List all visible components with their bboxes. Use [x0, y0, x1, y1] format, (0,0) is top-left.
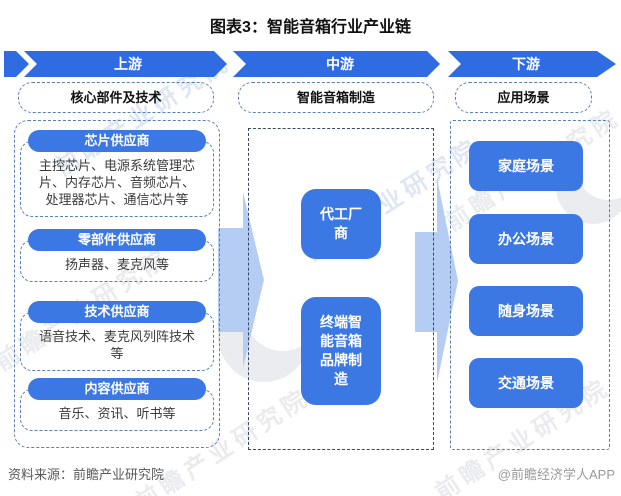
midstream-box-brand: 终端智能音箱品牌制造 — [301, 297, 381, 405]
scene-box-home: 家庭场景 — [469, 141, 583, 191]
supplier-desc: 扬声器、麦克风等 — [64, 257, 169, 272]
supplier-label: 芯片供应商 — [28, 130, 206, 152]
downstream-container: 家庭场景 办公场景 随身场景 交通场景 — [450, 120, 610, 450]
supplier-desc: 语音技术、麦克风列阵技术等 — [38, 329, 195, 361]
supplier-label: 技术供应商 — [28, 301, 206, 323]
midstream-container: 代工厂商 终端智能音箱品牌制造 — [248, 128, 434, 450]
supplier-block-parts: 零部件供应商 扬声器、麦克风等 — [20, 229, 214, 282]
supplier-desc-box: 主控芯片、电源系统管理芯片、内存芯片、音频芯片、处理器芯片、通信芯片等 — [20, 141, 214, 217]
supplier-desc: 音乐、资讯、听书等 — [58, 406, 176, 421]
scene-box-office: 办公场景 — [469, 214, 583, 264]
scene-box-portable: 随身场景 — [469, 286, 583, 336]
supplier-desc: 主控芯片、电源系统管理芯片、内存芯片、音频芯片、处理器芯片、通信芯片等 — [38, 158, 195, 207]
supplier-block-chip: 芯片供应商 主控芯片、电源系统管理芯片、内存芯片、音频芯片、处理器芯片、通信芯片… — [20, 130, 214, 217]
credit-note: @前瞻经济学人APP — [497, 467, 615, 482]
band-label-upstream: 上游 — [114, 56, 142, 72]
header-manufacturing: 智能音箱制造 — [238, 82, 434, 113]
header-applications: 应用场景 — [455, 82, 592, 113]
source-note: 资料来源：前瞻产业研究院 — [8, 467, 165, 482]
band-label-downstream: 下游 — [512, 56, 540, 72]
supplier-block-technology: 技术供应商 语音技术、麦克风列阵技术等 — [20, 301, 214, 371]
midstream-box-oem: 代工厂商 — [301, 189, 381, 259]
scene-box-traffic: 交通场景 — [469, 358, 583, 408]
supplier-block-content: 内容供应商 音乐、资讯、听书等 — [20, 378, 214, 431]
chevron-band — [4, 51, 616, 77]
header-core-components: 核心部件及技术 — [18, 82, 214, 113]
upstream-container: 芯片供应商 主控芯片、电源系统管理芯片、内存芯片、音频芯片、处理器芯片、通信芯片… — [14, 120, 220, 448]
supplier-label: 内容供应商 — [28, 378, 206, 400]
supplier-label: 零部件供应商 — [28, 229, 206, 251]
page-title: 图表3：智能音箱行业产业链 — [210, 19, 411, 36]
band-label-midstream: 中游 — [326, 56, 354, 72]
